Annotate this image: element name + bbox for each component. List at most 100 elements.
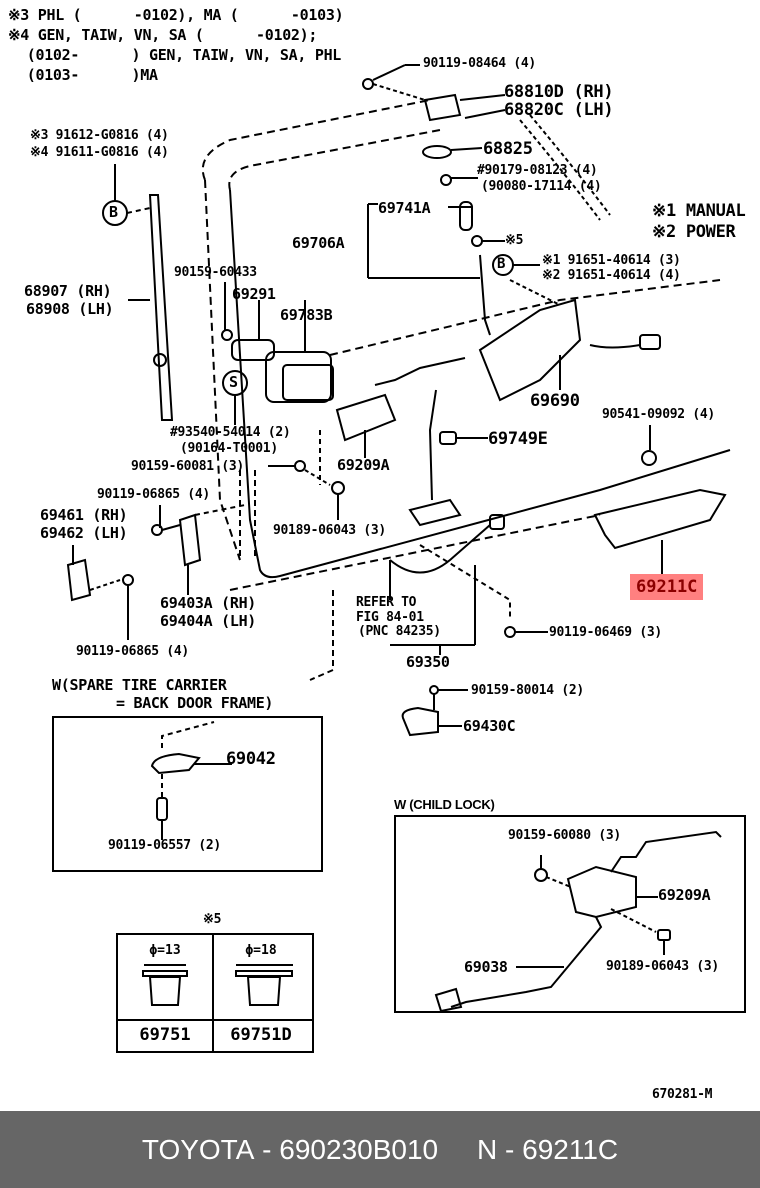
footer-n-label: N xyxy=(477,1133,498,1165)
label-69042: 69042 xyxy=(226,749,276,769)
label-69461: 69461 (RH) xyxy=(40,506,128,524)
circle-b-right-label: B xyxy=(497,256,506,272)
hinge-68810d xyxy=(423,93,462,122)
label-69430c: 69430C xyxy=(463,717,516,735)
footer-n-code: 69211C xyxy=(522,1133,619,1165)
label-68810d: 68810D (RH) xyxy=(504,82,614,102)
label-69209a-child: 69209A xyxy=(658,886,711,904)
hinge-69403a xyxy=(178,513,202,567)
cable-69350 xyxy=(389,524,491,574)
footer-part-number: 690230B010 xyxy=(279,1133,439,1165)
label-68907: 68907 (RH) xyxy=(24,282,112,300)
handle-69783b xyxy=(265,351,332,403)
label-90164: (90164-T0001) xyxy=(180,441,278,456)
child-lock-inset: 90159-60080 (3) 69209A 69038 90189-06043… xyxy=(394,815,746,1013)
frame-bottom-dash xyxy=(229,514,601,591)
label-refer-1: REFER TO xyxy=(356,595,417,610)
striker-69430c xyxy=(401,706,439,737)
rod-top xyxy=(610,830,722,873)
pad-69291 xyxy=(231,339,275,361)
legend-power: ※2 POWER xyxy=(652,222,736,242)
clip-table: ϕ=13 ϕ=18 69751 69751D xyxy=(116,933,314,1053)
clip-drawings xyxy=(142,964,293,1006)
note-line-1: ※3 PHL ( -0102), MA ( -0103) xyxy=(8,6,344,24)
door-frame-inner xyxy=(228,129,441,191)
label-93540: #93540-54014 (2) xyxy=(170,425,291,440)
plate-68825 xyxy=(422,145,452,159)
footer-brand: TOYOTA xyxy=(141,1133,255,1165)
door-frame-inner-left xyxy=(229,189,731,579)
footer-sep-2: - xyxy=(497,1133,523,1165)
label-91611: ※4 91611-G0816 (4) xyxy=(30,145,169,160)
figure-id: 670281-M xyxy=(652,1087,713,1102)
clip-part-69751d: 69751D xyxy=(230,1025,292,1045)
label-90119-06557: 90119-06557 (2) xyxy=(108,838,221,853)
footer-sep-1: - xyxy=(254,1133,280,1165)
label-68908: 68908 (LH) xyxy=(26,300,114,318)
bracket-69209a xyxy=(335,393,397,442)
label-69783b: 69783B xyxy=(280,306,333,324)
spare-tire-inset: 69042 90119-06557 (2) xyxy=(52,716,323,872)
exploded-view-drawing xyxy=(66,64,731,737)
label-90080: (90080-17114 (4) xyxy=(481,179,602,194)
rod-69038 xyxy=(450,916,603,1008)
door-frame-outer-left xyxy=(204,179,241,561)
spare-tire-title-2: = BACK DOOR FRAME) xyxy=(116,694,274,712)
label-90189-06043-child: 90189-06043 (3) xyxy=(606,959,719,974)
child-lock-title: W (CHILD LOCK) xyxy=(394,797,495,812)
circle-b-left-label: B xyxy=(109,203,118,221)
latch xyxy=(408,498,462,527)
clip-69751-flange xyxy=(142,970,188,977)
label-90159-60081: 90159-60081 (3) xyxy=(131,459,244,474)
label-refer-2: FIG 84-01 xyxy=(356,610,424,625)
clip-dim-18: ϕ=18 xyxy=(245,943,277,958)
label-69403a: 69403A (RH) xyxy=(160,594,257,612)
lock-69690 xyxy=(478,298,582,402)
clip-69751-body xyxy=(148,976,182,1006)
clip-part-69751: 69751 xyxy=(139,1025,191,1045)
clip-table-row-divider xyxy=(118,1019,312,1021)
highlighted-part-69211c[interactable]: 69211C xyxy=(630,574,704,600)
footer-gap xyxy=(438,1134,477,1166)
spare-tire-drawing xyxy=(150,721,232,840)
label-68820c: 68820C (LH) xyxy=(504,100,614,120)
outside-handle-69211c xyxy=(593,488,727,550)
clip-table-divider xyxy=(212,935,214,1051)
label-91651-manual: ※1 91651-40614 (3) xyxy=(542,253,681,268)
label-69350: 69350 xyxy=(406,653,450,671)
gas-strut xyxy=(148,194,174,421)
label-90119-06469: 90119-06469 (3) xyxy=(549,625,662,640)
door-frame-diag xyxy=(329,279,721,356)
label-69741a: 69741A xyxy=(378,199,431,217)
label-refer-3: (PNC 84235) xyxy=(358,624,441,639)
label-90119-06865-top: 90119-06865 (4) xyxy=(97,487,210,502)
spare-tire-title-1: W(SPARE TIRE CARRIER xyxy=(52,676,227,694)
child-lock-drawing xyxy=(434,830,722,1011)
label-90189-06043: 90189-06043 (3) xyxy=(273,523,386,538)
label-90159-60433: 90159-60433 xyxy=(174,265,257,280)
bolt-90119-06557 xyxy=(156,797,168,821)
bracket-69461 xyxy=(66,558,92,602)
circle-s-label: S xyxy=(229,373,238,391)
label-91612: ※3 91612-G0816 (4) xyxy=(30,128,169,143)
footer-bar: TOYOTA - 690230B010 N - 69211C xyxy=(0,1111,760,1188)
clip-69751d-body xyxy=(246,976,282,1006)
clip-69751d-flange xyxy=(235,970,293,977)
label-69706a: 69706A xyxy=(292,234,345,252)
label-69404a: 69404A (LH) xyxy=(160,612,257,630)
clip-table-header: ※5 xyxy=(203,912,222,927)
door-frame-outer xyxy=(201,99,431,181)
label-69038: 69038 xyxy=(464,958,508,976)
legend-manual: ※1 MANUAL xyxy=(652,201,746,221)
label-69291: 69291 xyxy=(232,285,276,303)
label-69690: 69690 xyxy=(530,391,580,411)
note-line-3: (0102- ) GEN, TAIW, VN, SA, PHL xyxy=(18,46,342,64)
label-90119-06865-bottom: 90119-06865 (4) xyxy=(76,644,189,659)
bracket-69042 xyxy=(150,752,201,775)
label-68825: 68825 xyxy=(483,139,533,159)
note-line-2: ※4 GEN, TAIW, VN, SA ( -0102); xyxy=(8,26,318,44)
label-90119-08464: 90119-08464 (4) xyxy=(423,56,536,71)
label-69749e: 69749E xyxy=(488,429,548,449)
label-91651-power: ※2 91651-40614 (4) xyxy=(542,268,681,283)
label-90159-60080: 90159-60080 (3) xyxy=(508,828,621,843)
